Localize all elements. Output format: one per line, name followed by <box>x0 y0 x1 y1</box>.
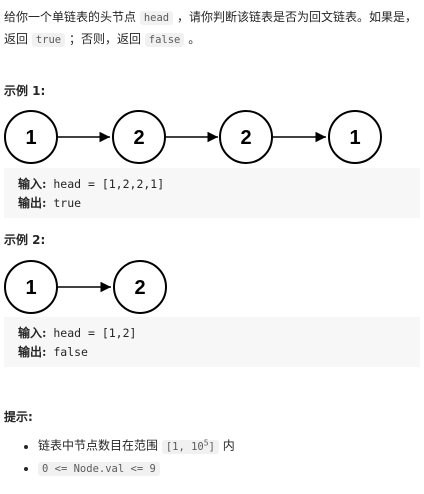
desc-text-1: 给你一个单链表的头节点 <box>4 10 140 24</box>
input-value: head = [1,2,2,1] <box>46 177 165 191</box>
code-false: false <box>144 33 185 47</box>
list-node: 1 <box>328 110 382 164</box>
desc-text-2: ，请你判断该链表是否为回文链表。如果是，返回 <box>4 10 417 46</box>
input-value: head = [1,2] <box>46 326 137 340</box>
example-2-linked-list-diagram: 1 2 <box>4 260 167 314</box>
node-value: 2 <box>134 277 145 299</box>
hint-value-code: 0 <= Node.val <= 9 <box>38 461 160 476</box>
output-value: true <box>46 196 82 210</box>
list-node: 1 <box>4 110 58 164</box>
output-line: 输出: true <box>18 194 81 211</box>
range-base: [1, 10 <box>165 440 204 453</box>
example-1-linked-list-diagram: 1 2 2 1 <box>4 110 382 164</box>
node-value: 1 <box>25 277 36 299</box>
example-1-title: 示例 1: <box>4 84 46 98</box>
code-true: true <box>31 33 66 47</box>
output-line: 输出: false <box>18 343 88 360</box>
output-label: 输出: <box>18 196 47 210</box>
problem-description: 给你一个单链表的头节点 head ，请你判断该链表是否为回文链表。如果是，返回 … <box>4 7 420 51</box>
input-line: 输入: head = [1,2] <box>18 324 136 341</box>
example-1-code-block: 输入: head = [1,2,2,1] 输出: true <box>4 168 420 218</box>
input-label: 输入: <box>18 177 47 191</box>
hint-text: 链表中节点数目在范围 <box>38 438 162 453</box>
list-node: 2 <box>219 110 273 164</box>
output-label: 输出: <box>18 345 47 359</box>
hint-item: 0 <= Node.val <= 9 <box>38 458 235 480</box>
hints-list: 链表中节点数目在范围 [1, 105] 内 0 <= Node.val <= 9 <box>4 432 235 480</box>
range-exponent: 5 <box>203 438 209 447</box>
list-node: 2 <box>112 110 166 164</box>
hints-title: 提示: <box>4 410 33 424</box>
output-value: false <box>46 345 88 359</box>
hint-range-code: [1, 105] <box>161 438 219 454</box>
desc-text-4: 。 <box>184 32 201 46</box>
list-node: 1 <box>4 260 58 314</box>
node-value: 1 <box>25 127 36 149</box>
desc-text-3: ；否则，返回 <box>65 32 145 46</box>
node-value: 1 <box>349 127 360 149</box>
list-node: 2 <box>113 260 167 314</box>
range-end: ] <box>208 440 215 453</box>
hint-item: 链表中节点数目在范围 [1, 105] 内 <box>38 432 235 458</box>
node-value: 2 <box>240 127 251 149</box>
hint-suffix: 内 <box>218 438 235 453</box>
example-2-title: 示例 2: <box>4 233 46 247</box>
input-line: 输入: head = [1,2,2,1] <box>18 175 164 192</box>
node-value: 2 <box>133 127 144 149</box>
example-2-code-block: 输入: head = [1,2] 输出: false <box>4 317 420 367</box>
input-label: 输入: <box>18 326 47 340</box>
code-head: head <box>139 11 174 25</box>
